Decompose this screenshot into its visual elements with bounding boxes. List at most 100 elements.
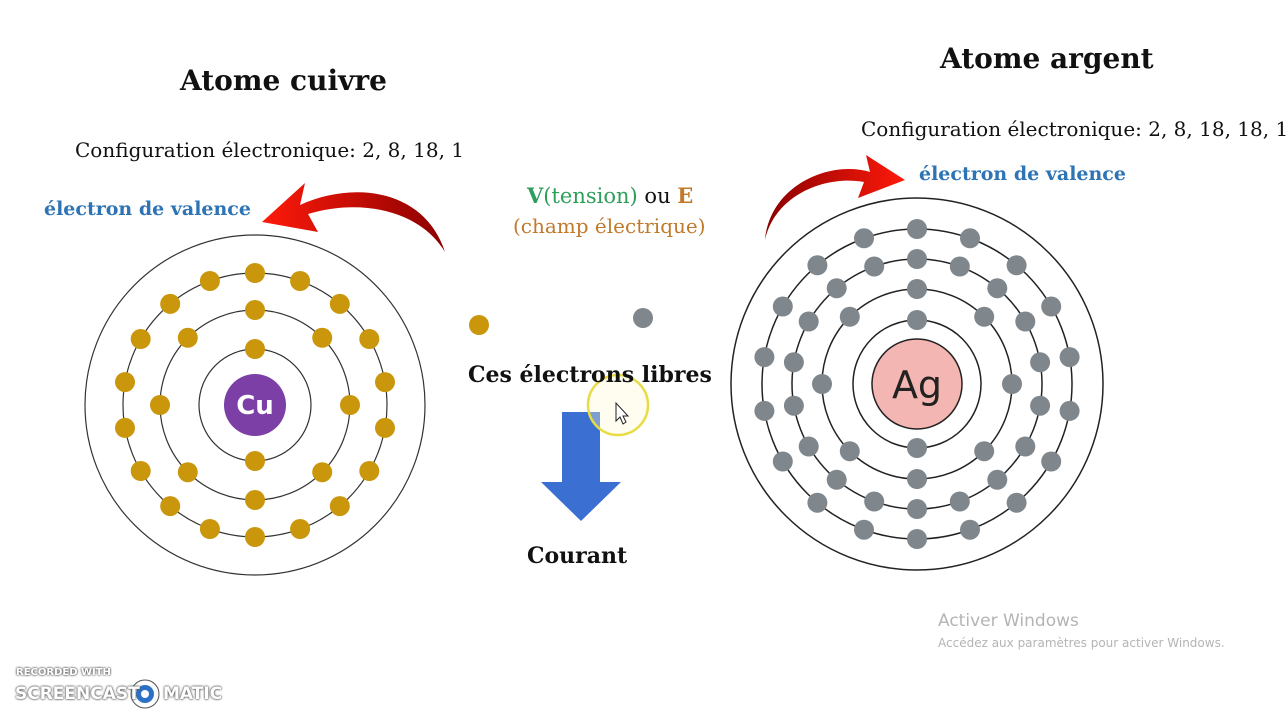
silver-title: Atome argent: [940, 42, 1154, 75]
copper-valence-label: électron de valence: [44, 198, 251, 220]
copper-electron: [329, 496, 350, 517]
silver-electron: [907, 279, 927, 299]
recorded-with-label: RECORDED WITH: [16, 667, 111, 678]
current-arrow: [541, 412, 621, 521]
copper-electron: [245, 300, 265, 320]
silver-electron: [974, 306, 995, 327]
silver-electron: [772, 451, 793, 472]
free-electrons-label: Ces électrons libres: [468, 362, 712, 388]
silver-electron: [907, 249, 927, 269]
silver-electron: [907, 469, 927, 489]
silver-electron: [783, 352, 804, 373]
copper-electron: [245, 490, 265, 510]
silver-electron: [772, 296, 793, 317]
copper-electron: [177, 327, 198, 348]
copper-symbol: Cu: [236, 391, 274, 421]
silver-electron: [907, 310, 927, 330]
silver-electron: [754, 347, 775, 368]
silver-shell-5: [730, 197, 1104, 571]
copper-electron: [312, 462, 333, 483]
copper-electron: [290, 271, 311, 291]
silver-atom: Ag: [730, 197, 1104, 571]
voltage-text: (tension): [543, 184, 638, 208]
silver-config: Configuration électronique: 2, 8, 18, 18…: [861, 117, 1288, 141]
mouse-cursor-icon: [615, 401, 630, 425]
silver-valence-label: électron de valence: [919, 163, 1126, 185]
copper-electron: [329, 293, 350, 314]
silver-electron: [854, 519, 874, 540]
voltage-v: V: [527, 183, 544, 208]
field-text: (champ électrique): [513, 214, 706, 238]
silver-electron: [1015, 311, 1036, 332]
copper-electron: [199, 271, 220, 291]
activate-windows-subtitle: Accédez aux paramètres pour activer Wind…: [938, 636, 1225, 650]
silver-electron: [826, 278, 847, 299]
silver-electron: [1041, 296, 1062, 317]
field-e: E: [677, 183, 694, 208]
silver-electron: [798, 311, 819, 332]
copper-electron: [312, 327, 333, 348]
silver-electron: [960, 228, 980, 249]
silver-electron: [798, 436, 819, 457]
silver-electron: [1030, 395, 1051, 416]
silver-electron: [812, 374, 832, 394]
copper-electron: [340, 395, 360, 415]
silver-electron: [1059, 400, 1080, 421]
copper-electron: [160, 496, 181, 517]
silver-electron: [974, 441, 995, 462]
silver-electron: [949, 491, 970, 512]
copper-electron: [160, 293, 181, 314]
silver-electron: [1059, 347, 1080, 368]
silver-electron: [1041, 451, 1062, 472]
silver-electron: [864, 256, 885, 277]
silver-electron: [960, 519, 980, 540]
silver-nucleus: [871, 338, 963, 430]
silver-electron: [1015, 436, 1036, 457]
copper-electron: [115, 372, 135, 393]
free-electron-copper: [469, 315, 489, 335]
silver-electron: [807, 492, 828, 513]
copper-electron: [245, 451, 265, 471]
silver-electron: [1002, 374, 1022, 394]
copper-electron: [177, 462, 198, 483]
voltage-label: V(tension) ou E: [527, 183, 693, 208]
copper-electron: [359, 329, 380, 349]
copper-electron: [245, 263, 265, 283]
copper-electron: [359, 461, 380, 481]
silver-electron: [864, 491, 885, 512]
silver-symbol: Ag: [892, 363, 942, 407]
silver-electron: [839, 306, 860, 327]
silver-electron: [907, 438, 927, 458]
matic-label: MATIC: [163, 684, 223, 704]
silver-electron: [907, 529, 927, 549]
or-text: ou: [637, 184, 678, 208]
copper-electron: [130, 329, 151, 349]
silver-electron: [826, 469, 847, 490]
silver-electron: [839, 441, 860, 462]
silver-electron: [854, 228, 874, 249]
copper-electron: [199, 519, 220, 539]
copper-electron: [375, 372, 395, 393]
screencast-label: SCREENCAST: [15, 684, 140, 704]
copper-nucleus: [224, 374, 286, 436]
copper-config: Configuration électronique: 2, 8, 18, 1: [75, 138, 465, 162]
free-electron-silver: [633, 308, 653, 328]
copper-valence-arrow: [262, 183, 445, 252]
silver-electron: [1006, 492, 1027, 513]
silver-electron: [907, 499, 927, 519]
silver-valence-arrow: [765, 155, 905, 240]
silver-electron: [949, 256, 970, 277]
copper-atom: Cu: [84, 234, 426, 576]
silver-electron: [987, 278, 1008, 299]
copper-electron: [290, 519, 311, 539]
silver-electron: [754, 400, 775, 421]
silver-electron: [907, 219, 927, 239]
copper-electron: [130, 461, 151, 481]
copper-electron: [150, 395, 170, 415]
silver-electron: [1030, 352, 1051, 373]
silver-electron: [987, 469, 1008, 490]
copper-shell-4: [84, 234, 426, 576]
copper-title: Atome cuivre: [180, 64, 387, 97]
copper-electron: [375, 417, 395, 438]
